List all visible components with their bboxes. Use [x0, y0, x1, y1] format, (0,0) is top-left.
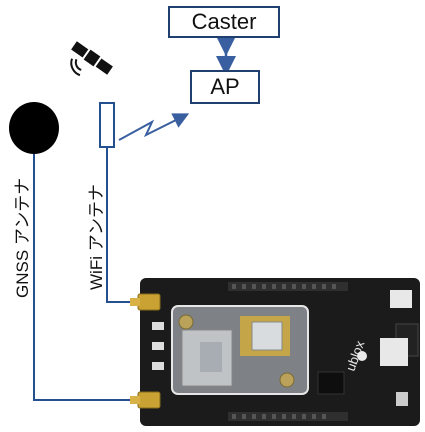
wifi-antenna-icon: [100, 103, 114, 147]
wifi-cable: [107, 147, 140, 302]
ublox-board: ublox: [130, 278, 420, 426]
wifi-antenna-label: WiFi アンテナ: [82, 184, 107, 290]
ap-node: AP: [190, 70, 260, 104]
gnss-antenna-label: GNSS アンテナ: [8, 178, 33, 298]
gnss-sma-connector: [130, 392, 160, 408]
caster-node: Caster: [168, 6, 280, 38]
wireless-link-icon: [119, 117, 182, 140]
gnss-antenna-icon: [9, 102, 59, 154]
satellite-icon: [62, 40, 114, 88]
wifi-sma-connector: [130, 294, 160, 310]
